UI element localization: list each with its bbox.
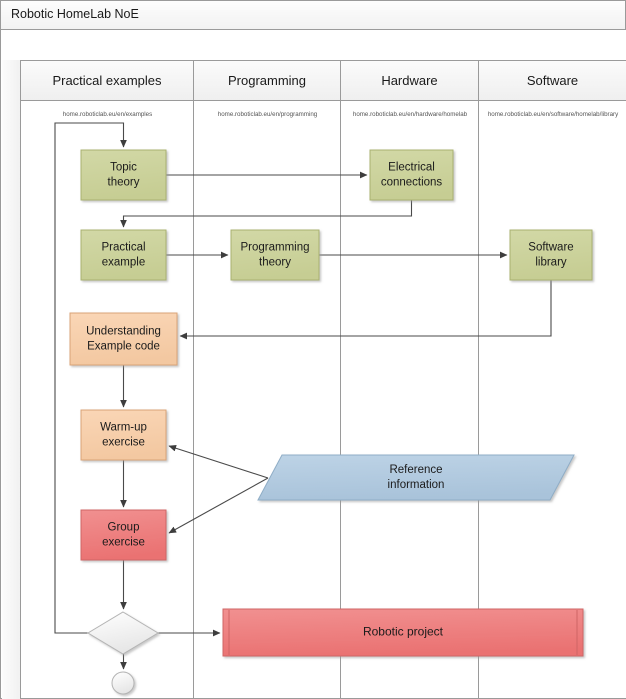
lane-url-programming[interactable]: home.roboticlab.eu/en/programming xyxy=(217,111,318,118)
node-label-warm-up-exercise: exercise xyxy=(102,437,145,449)
node-robotic-project[interactable]: Robotic project xyxy=(222,608,584,657)
node-label-practical-example: example xyxy=(102,257,145,269)
node-decision-gateway[interactable] xyxy=(87,611,159,655)
node-label-understanding-example-code: Understanding xyxy=(86,326,161,338)
node-label-group-exercise: Group xyxy=(108,522,140,534)
lane-url-hardware[interactable]: home.roboticlab.eu/en/hardware/homelab xyxy=(352,111,468,118)
node-end-event[interactable] xyxy=(111,671,135,695)
lane-header-hardware[interactable]: Hardware xyxy=(341,60,479,101)
node-shape-software-library xyxy=(509,229,593,281)
node-label-topic-theory: theory xyxy=(108,177,140,189)
lane-body-practical-examples xyxy=(21,101,194,699)
lane-url-practical-examples[interactable]: home.roboticlab.eu/en/examples xyxy=(62,111,153,118)
node-shape-reference-information xyxy=(257,454,575,501)
window-title-bar: Robotic HomeLab NoE xyxy=(0,0,626,30)
node-label-programming-theory: Programming xyxy=(240,242,309,254)
node-shape-programming-theory xyxy=(230,229,320,281)
lane-header-programming[interactable]: Programming xyxy=(194,60,341,101)
node-shape-understanding-example-code xyxy=(69,312,178,366)
lane-header-software[interactable]: Software xyxy=(479,60,626,101)
node-shape-decision-gateway xyxy=(87,611,159,655)
node-label-understanding-example-code: Example code xyxy=(87,341,160,353)
node-label-programming-theory: theory xyxy=(259,257,291,269)
lane-header-practical-examples[interactable]: Practical examples xyxy=(21,60,194,101)
pool-label-strip: Process on one module study xyxy=(2,60,21,699)
node-label-electrical-connections: connections xyxy=(381,177,443,189)
node-software-library[interactable]: Software library xyxy=(509,229,593,281)
node-label-electrical-connections: Electrical xyxy=(388,162,435,174)
lane-body-hardware xyxy=(341,101,479,699)
node-label-warm-up-exercise: Warm-up xyxy=(100,422,147,434)
lane-body-programming xyxy=(194,101,341,699)
node-label-robotic-project: Robotic project xyxy=(363,625,444,639)
node-shape-practical-example xyxy=(80,229,167,281)
node-topic-theory[interactable]: Topic theory xyxy=(80,149,167,201)
node-shape-end-event xyxy=(111,671,135,695)
node-shape-topic-theory xyxy=(80,149,167,201)
node-group-exercise[interactable]: Group exercise xyxy=(80,509,167,561)
node-practical-example[interactable]: Practical example xyxy=(80,229,167,281)
node-electrical-connections[interactable]: Electrical connections xyxy=(369,149,454,201)
node-warm-up-exercise[interactable]: Warm-up exercise xyxy=(80,409,167,461)
node-label-software-library: library xyxy=(535,257,567,269)
node-programming-theory[interactable]: Programming theory xyxy=(230,229,320,281)
node-label-software-library: Software xyxy=(528,242,573,254)
lane-url-software[interactable]: home.roboticlab.eu/en/software/homelab/l… xyxy=(487,111,619,118)
node-layer: Topic theory Electrical connectionsPractica… xyxy=(69,149,593,695)
node-shape-group-exercise xyxy=(80,509,167,561)
node-label-practical-example: Practical xyxy=(101,242,145,254)
page-title: Robotic HomeLab NoE xyxy=(11,7,139,21)
node-label-topic-theory: Topic xyxy=(110,162,137,174)
node-shape-electrical-connections xyxy=(369,149,454,201)
node-label-reference-information: information xyxy=(388,479,445,491)
node-label-reference-information: Reference xyxy=(389,464,442,476)
node-shape-robotic-project xyxy=(222,608,584,657)
node-reference-information[interactable]: Reference information xyxy=(257,454,575,501)
node-label-group-exercise: exercise xyxy=(102,537,145,549)
node-shape-warm-up-exercise xyxy=(80,409,167,461)
